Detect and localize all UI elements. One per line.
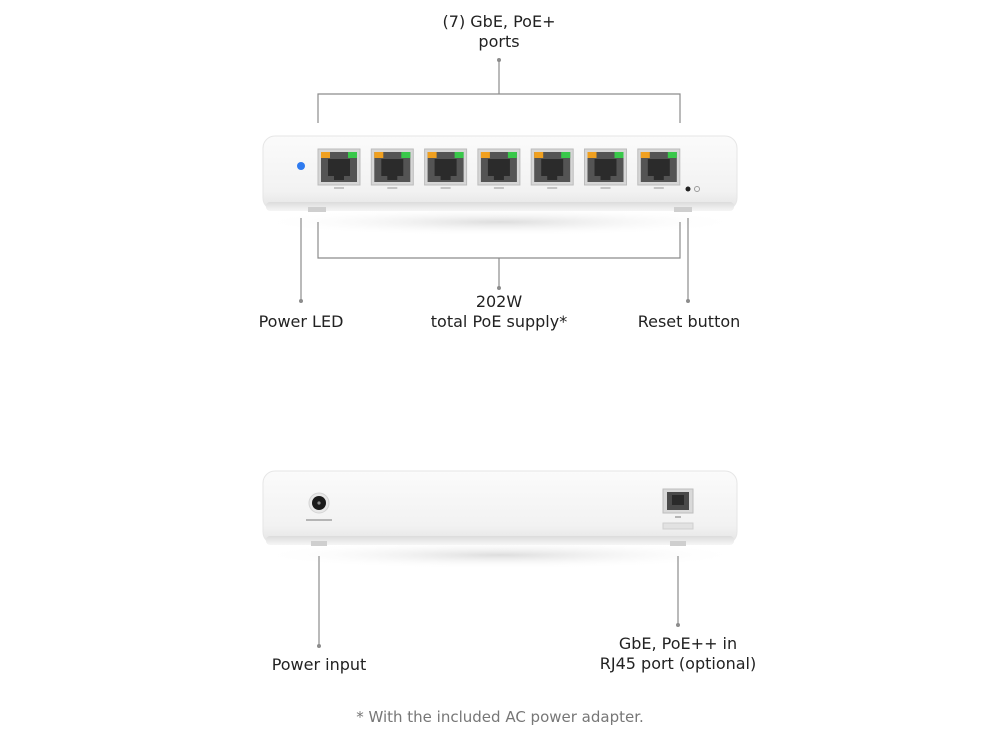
uplink-label-line2: RJ45 port (optional) bbox=[599, 654, 757, 673]
port-contacts bbox=[541, 159, 564, 176]
port-contacts bbox=[487, 159, 510, 176]
port-contacts bbox=[434, 159, 457, 176]
ethernet-port[interactable] bbox=[637, 148, 681, 189]
front-callout-dots bbox=[299, 58, 690, 303]
ports-label-line2: ports bbox=[478, 32, 520, 51]
power-jack-pin bbox=[317, 501, 321, 505]
port-activity-led bbox=[587, 152, 597, 158]
back-shadow bbox=[255, 541, 745, 569]
ports-label: (7) GbE, PoE+ ports bbox=[399, 12, 599, 52]
uplink-label-line1: GbE, PoE++ in bbox=[618, 634, 738, 653]
switch-front-device bbox=[255, 135, 745, 236]
back-base bbox=[266, 536, 734, 545]
reset-button-label: Reset button bbox=[637, 312, 741, 331]
reset-dot bbox=[686, 299, 690, 303]
front-foot-right bbox=[674, 207, 692, 212]
poe-supply-line2: total PoE supply* bbox=[430, 312, 568, 331]
port-tab bbox=[387, 176, 398, 180]
front-shadow bbox=[255, 208, 745, 236]
power-input-dot bbox=[317, 644, 321, 648]
port-tab bbox=[600, 176, 611, 180]
port-contacts bbox=[381, 159, 404, 176]
port-number-marking bbox=[493, 187, 504, 189]
port-link-led bbox=[401, 152, 411, 158]
port-number-marking bbox=[547, 187, 558, 189]
poe-supply-label: 202W total PoE supply* bbox=[399, 292, 599, 332]
uplink-dot bbox=[676, 623, 680, 627]
power-led-label: Power LED bbox=[258, 312, 344, 331]
back-callout-dots bbox=[317, 623, 680, 648]
front-foot-left bbox=[308, 207, 326, 212]
front-callouts bbox=[300, 60, 689, 300]
port-link-led bbox=[614, 152, 624, 158]
ethernet-port[interactable] bbox=[317, 148, 361, 189]
uplink-port-contacts bbox=[672, 495, 684, 505]
port-link-led bbox=[454, 152, 464, 158]
ethernet-port[interactable] bbox=[424, 148, 468, 189]
port-link-led bbox=[507, 152, 517, 158]
ports-bracket bbox=[317, 93, 681, 123]
port-link-led bbox=[667, 152, 677, 158]
ethernet-port[interactable] bbox=[370, 148, 414, 189]
ethernet-port[interactable] bbox=[584, 148, 627, 189]
port-contacts bbox=[647, 159, 670, 176]
poe-dot bbox=[497, 286, 501, 290]
uplink-port-marking bbox=[675, 516, 681, 518]
port-activity-led bbox=[427, 152, 437, 158]
port-activity-led bbox=[321, 152, 330, 158]
switch-back-device bbox=[255, 470, 745, 569]
footnote: * With the included AC power adapter. bbox=[356, 708, 644, 726]
port-tab bbox=[653, 176, 664, 180]
port-tab bbox=[440, 176, 451, 180]
back-callouts bbox=[318, 556, 679, 645]
uplink-port-tag bbox=[662, 522, 694, 530]
port-contacts bbox=[328, 159, 350, 176]
port-number-marking bbox=[653, 187, 664, 189]
port-link-led bbox=[348, 152, 357, 158]
ethernet-port[interactable] bbox=[530, 148, 574, 189]
power-jack-marking bbox=[306, 519, 332, 521]
ports-label-line1: (7) GbE, PoE+ bbox=[442, 12, 556, 31]
back-foot-right bbox=[670, 541, 686, 546]
reset-icon bbox=[694, 186, 700, 192]
uplink-port-label: GbE, PoE++ in RJ45 port (optional) bbox=[568, 634, 788, 674]
reset-button[interactable] bbox=[685, 186, 691, 192]
port-tab bbox=[547, 176, 558, 180]
port-activity-led bbox=[480, 152, 490, 158]
power-led bbox=[297, 162, 305, 170]
front-base bbox=[266, 202, 734, 211]
port-link-led bbox=[561, 152, 571, 158]
port-number-marking bbox=[440, 187, 451, 189]
ports-dot bbox=[497, 58, 501, 62]
port-number-marking bbox=[334, 187, 344, 189]
port-number-marking bbox=[600, 187, 611, 189]
port-row bbox=[317, 148, 681, 189]
back-foot-left bbox=[311, 541, 327, 546]
port-activity-led bbox=[534, 152, 544, 158]
port-contacts bbox=[594, 159, 617, 176]
port-activity-led bbox=[374, 152, 384, 158]
power-input-label: Power input bbox=[271, 655, 367, 674]
ethernet-port[interactable] bbox=[477, 148, 521, 189]
port-activity-led bbox=[640, 152, 650, 158]
port-number-marking bbox=[387, 187, 398, 189]
port-tab bbox=[493, 176, 504, 180]
led-dot bbox=[299, 299, 303, 303]
port-tab bbox=[334, 176, 344, 180]
poe-supply-line1: 202W bbox=[475, 292, 523, 311]
